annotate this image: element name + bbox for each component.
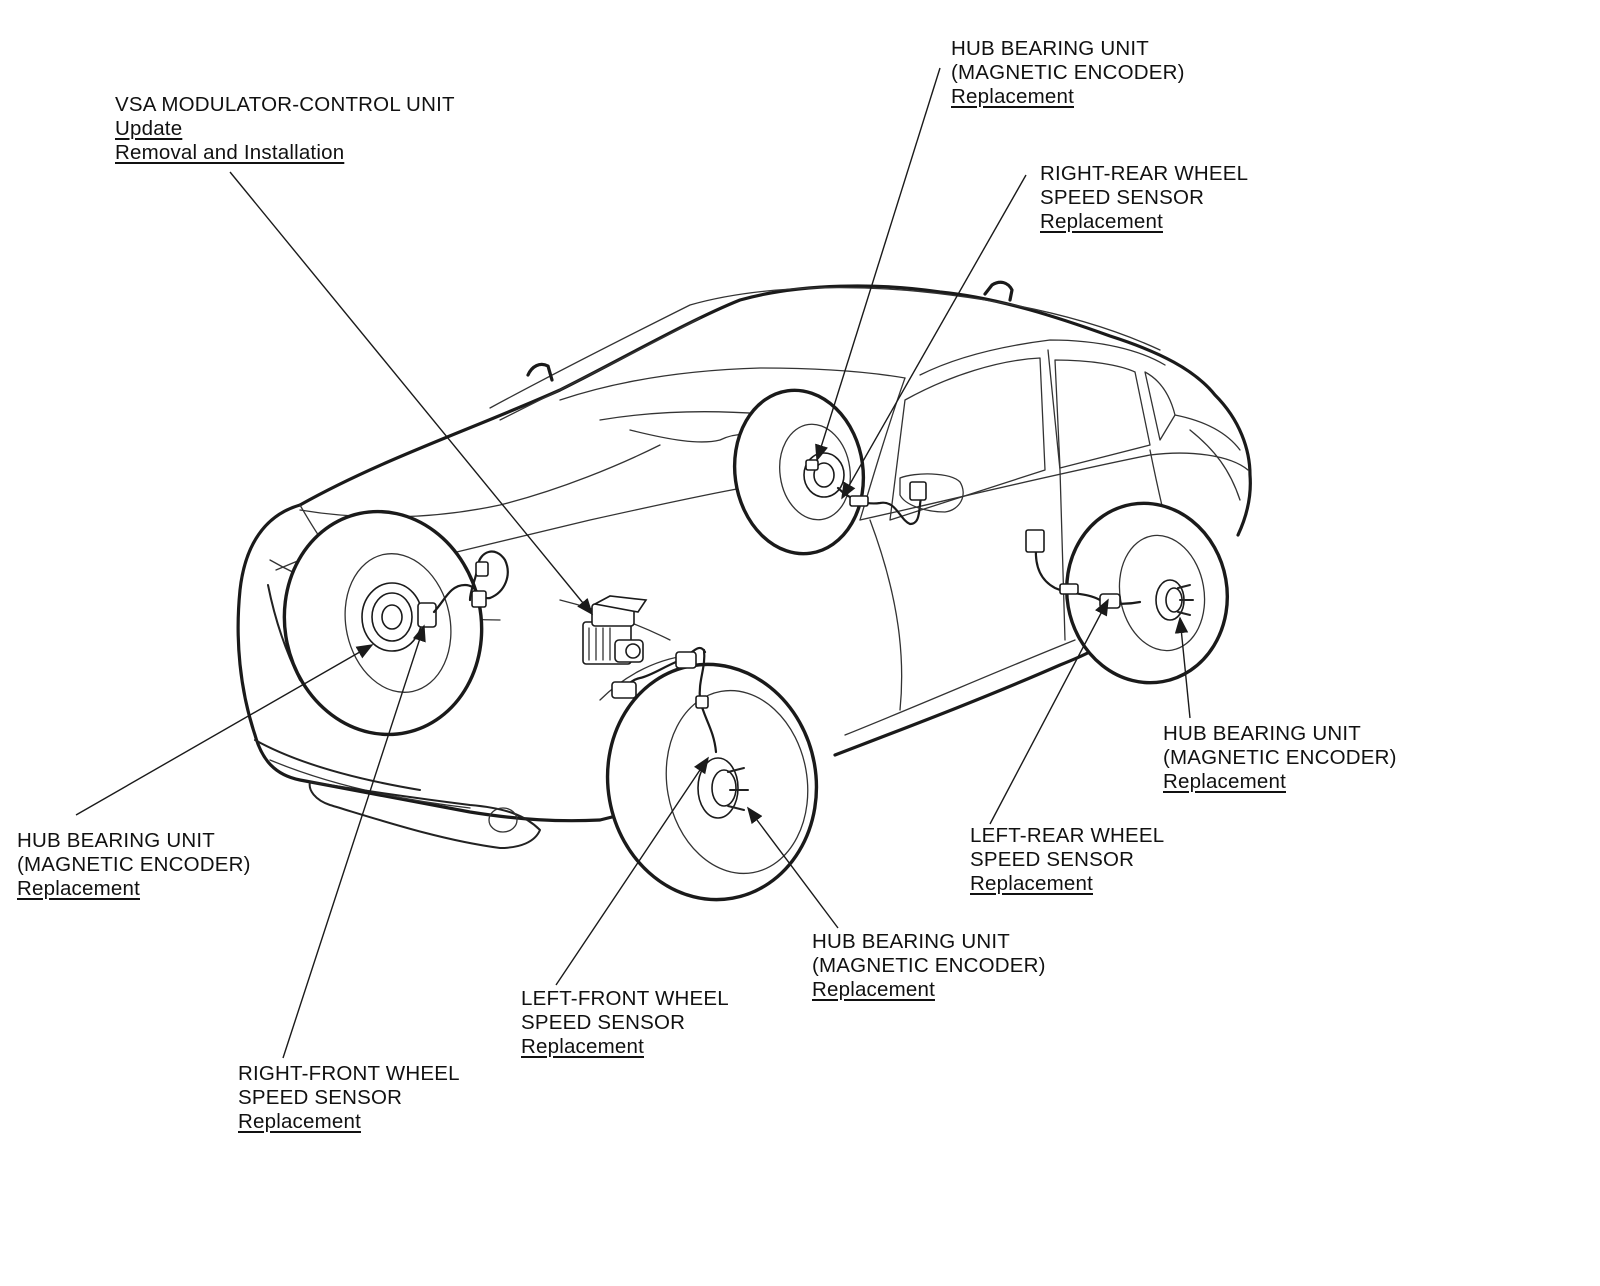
callout-subtitle: SPEED SENSOR: [238, 1086, 403, 1109]
callout-hub-bearing-left: HUB BEARING UNIT (MAGNETIC ENCODER) Repl…: [17, 829, 251, 901]
replacement-link[interactable]: Replacement: [1040, 210, 1163, 233]
right-rear-hub-bearing: [803, 452, 845, 498]
callout-title: HUB BEARING UNIT: [17, 829, 215, 852]
callout-title: HUB BEARING UNIT: [951, 37, 1149, 60]
right-rear-sensor-wire: [836, 481, 927, 526]
vsa-modulator-unit: [582, 595, 648, 665]
callout-subtitle: (MAGNETIC ENCODER): [17, 853, 251, 876]
right-rear-wheel: [732, 388, 866, 556]
callout-title: RIGHT-FRONT WHEEL: [238, 1062, 460, 1085]
callout-title: LEFT-FRONT WHEEL: [521, 987, 729, 1010]
replacement-link[interactable]: Replacement: [238, 1110, 361, 1133]
replacement-link[interactable]: Replacement: [17, 877, 140, 900]
update-link[interactable]: Update: [115, 117, 183, 140]
callout-title: VSA MODULATOR-CONTROL UNIT: [115, 93, 455, 116]
left-rear-wheel: [1064, 501, 1230, 685]
callout-left-rear-sensor: LEFT-REAR WHEEL SPEED SENSOR Replacement: [970, 824, 1164, 896]
left-rear-hub-bearing: [1155, 579, 1194, 621]
removal-and-installation-link[interactable]: Removal and Installation: [115, 141, 345, 164]
callout-hub-bearing-bottom: HUB BEARING UNIT (MAGNETIC ENCODER) Repl…: [812, 930, 1046, 1002]
right-front-sensor-wire: [432, 550, 509, 614]
callout-hub-bearing-top: HUB BEARING UNIT (MAGNETIC ENCODER) Repl…: [951, 37, 1185, 109]
left-front-sensor-wire: [611, 646, 718, 754]
callout-subtitle: (MAGNETIC ENCODER): [1163, 746, 1397, 769]
replacement-link[interactable]: Replacement: [970, 872, 1093, 895]
callout-left-front-sensor: LEFT-FRONT WHEEL SPEED SENSOR Replacemen…: [521, 987, 729, 1059]
replacement-link[interactable]: Replacement: [521, 1035, 644, 1058]
callout-title: RIGHT-REAR WHEEL: [1040, 162, 1249, 185]
callout-hub-bearing-right: HUB BEARING UNIT (MAGNETIC ENCODER) Repl…: [1163, 722, 1397, 794]
callout-subtitle: (MAGNETIC ENCODER): [951, 61, 1185, 84]
callout-subtitle: SPEED SENSOR: [1040, 186, 1205, 209]
side-mirror: [899, 473, 964, 513]
leader-lines: [75, 67, 1191, 1059]
replacement-link[interactable]: Replacement: [812, 978, 935, 1001]
callout-title: HUB BEARING UNIT: [1163, 722, 1361, 745]
callout-title: HUB BEARING UNIT: [812, 930, 1010, 953]
callout-vsa-modulator: VSA MODULATOR-CONTROL UNIT Update Remova…: [115, 93, 455, 165]
callout-subtitle: SPEED SENSOR: [521, 1011, 686, 1034]
callout-title: LEFT-REAR WHEEL: [970, 824, 1165, 847]
replacement-link[interactable]: Replacement: [951, 85, 1074, 108]
callout-right-rear-sensor: RIGHT-REAR WHEEL SPEED SENSOR Replacemen…: [1040, 162, 1248, 234]
callout-subtitle: (MAGNETIC ENCODER): [812, 954, 1046, 977]
right-front-hub-bearing: [361, 582, 437, 652]
replacement-link[interactable]: Replacement: [1163, 770, 1286, 793]
callout-subtitle: SPEED SENSOR: [970, 848, 1135, 871]
callout-right-front-sensor: RIGHT-FRONT WHEEL SPEED SENSOR Replaceme…: [238, 1062, 460, 1134]
